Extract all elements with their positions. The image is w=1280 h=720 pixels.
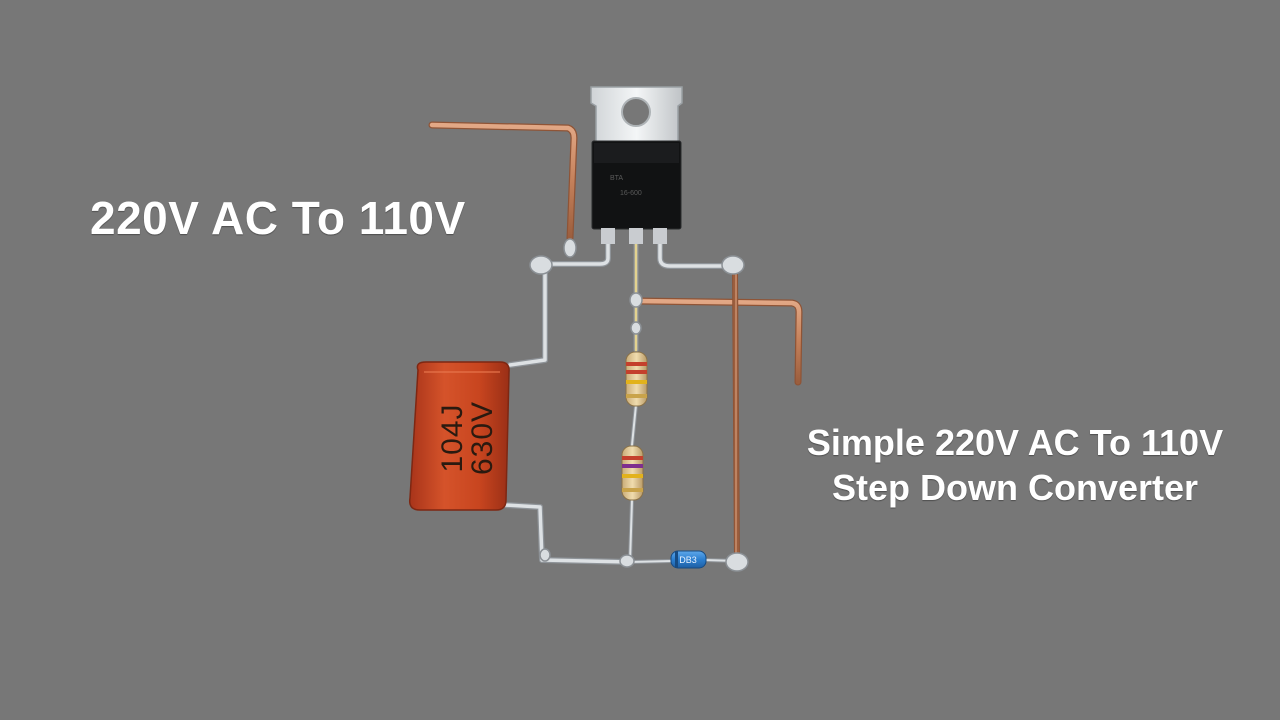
resistor-bottom	[621, 445, 644, 501]
caption-line-1: Simple 220V AC To 110V	[806, 422, 1224, 463]
caption-text: Simple 220V AC To 110V Step Down Convert…	[770, 420, 1260, 510]
capacitor-label-voltage: 630V	[466, 401, 499, 475]
copper-wire-output	[632, 267, 803, 563]
tinned-leads	[502, 225, 739, 565]
svg-text:BTA: BTA	[610, 175, 623, 182]
solder-joints	[529, 238, 749, 572]
headline-text: 220V AC To 110V	[90, 192, 466, 244]
triac-to220: BTA 16-600	[590, 86, 683, 244]
diac-label: DB3	[679, 555, 697, 565]
capacitor-label-code: 104J	[436, 403, 469, 472]
db3-diac: DB3	[670, 550, 707, 569]
resistor-top	[625, 351, 648, 407]
copper-wire-input	[428, 121, 578, 242]
film-capacitor: 104J 630V	[408, 361, 510, 511]
caption-line-2: Step Down Converter	[831, 467, 1199, 508]
svg-text:16-600: 16-600	[620, 190, 642, 197]
